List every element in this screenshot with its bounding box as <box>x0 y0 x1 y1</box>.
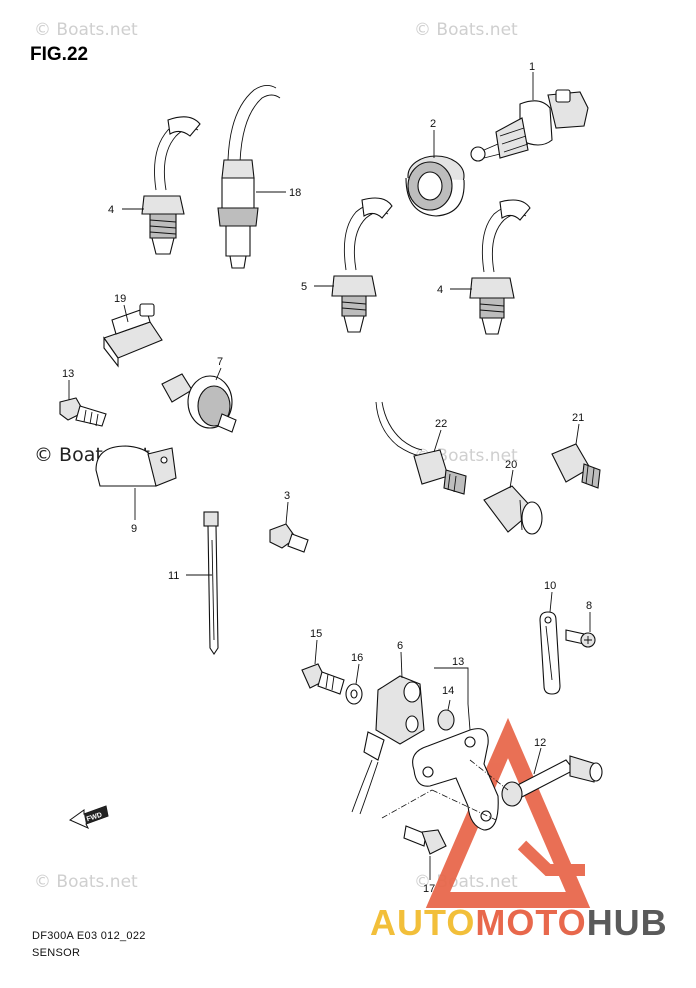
callout-1: 1 <box>529 61 535 73</box>
part-4-sensor-right <box>469 199 531 335</box>
leader-line <box>215 367 222 381</box>
leader-line <box>123 304 129 323</box>
part-3-bolt <box>269 523 309 553</box>
callout-11: 11 <box>168 570 179 582</box>
callout-4a: 4 <box>108 204 114 216</box>
callout-19: 19 <box>114 293 126 305</box>
callout-17: 17 <box>423 883 435 895</box>
fwd-label: FWD <box>86 812 103 824</box>
callout-9: 9 <box>131 523 137 535</box>
leader-line <box>434 667 471 731</box>
callout-3: 3 <box>284 490 290 502</box>
leader-line <box>285 501 289 525</box>
leader-line <box>447 699 451 711</box>
part-20-plug <box>483 485 543 535</box>
callout-13a: 13 <box>62 368 74 380</box>
logo-part-1: AUTO <box>370 902 476 943</box>
callout-2: 2 <box>430 118 436 130</box>
leader-line <box>355 663 360 685</box>
leader-line <box>575 423 580 445</box>
callout-10: 10 <box>544 580 556 592</box>
part-22-sensor <box>375 401 467 495</box>
leader-line <box>314 639 318 665</box>
callout-14: 14 <box>442 685 454 697</box>
callout-18: 18 <box>289 187 301 199</box>
assembly-line <box>381 789 433 819</box>
callout-5: 5 <box>301 281 307 293</box>
leader-line <box>433 429 442 453</box>
callout-7: 7 <box>217 356 223 368</box>
part-8-screw <box>565 629 596 648</box>
watermark: © Boats.net <box>414 20 518 40</box>
watermark: © Boats.net <box>34 20 138 40</box>
callout-4b: 4 <box>437 284 443 296</box>
callout-21: 21 <box>572 412 584 424</box>
assembly-line <box>469 759 509 791</box>
callout-16: 16 <box>351 652 363 664</box>
watermark: © Boats.net <box>34 872 138 892</box>
part-9-clamp <box>95 445 177 487</box>
logo-part-2: MOTO <box>475 902 587 943</box>
callout-12: 12 <box>534 737 546 749</box>
part-13-bolt <box>59 397 107 427</box>
callout-13b: 13 <box>452 656 464 668</box>
part-6-sensor <box>351 675 425 815</box>
callout-20: 20 <box>505 459 517 471</box>
part-2-grommet <box>405 155 465 217</box>
part-7-sensor <box>161 373 237 433</box>
part-21-sensor <box>551 443 601 489</box>
part-19-clip <box>103 303 163 368</box>
callout-15: 15 <box>310 628 322 640</box>
part-12-lever <box>501 755 603 807</box>
part-4-sensor-left <box>141 116 201 255</box>
leader-line <box>400 651 403 679</box>
part-11-cable-tie <box>203 511 219 655</box>
callout-6: 6 <box>397 640 403 652</box>
fwd-arrow-icon: FWD <box>68 805 109 830</box>
part-1-sensor <box>470 89 589 162</box>
part-15-bolt <box>301 663 345 695</box>
assembly-line <box>431 789 497 821</box>
leader-line <box>549 591 553 613</box>
logo-part-3: HUB <box>586 902 668 943</box>
figure-title: FIG.22 <box>30 44 89 65</box>
leader-line <box>509 469 514 489</box>
brand-logo: AUTOMOTOHUB <box>370 902 668 944</box>
callout-22: 22 <box>435 418 447 430</box>
part-16-washer <box>345 683 363 705</box>
part-5-sensor <box>331 197 393 333</box>
leader-line <box>533 747 542 775</box>
part-17-bolt <box>403 825 447 855</box>
part-10-bracket <box>539 611 561 695</box>
footer-name: SENSOR <box>32 947 81 959</box>
part-18-sensor <box>217 85 281 269</box>
callout-8: 8 <box>586 600 592 612</box>
footer-code: DF300A E03 012_022 <box>32 930 146 942</box>
part-13-bracket <box>412 709 499 831</box>
